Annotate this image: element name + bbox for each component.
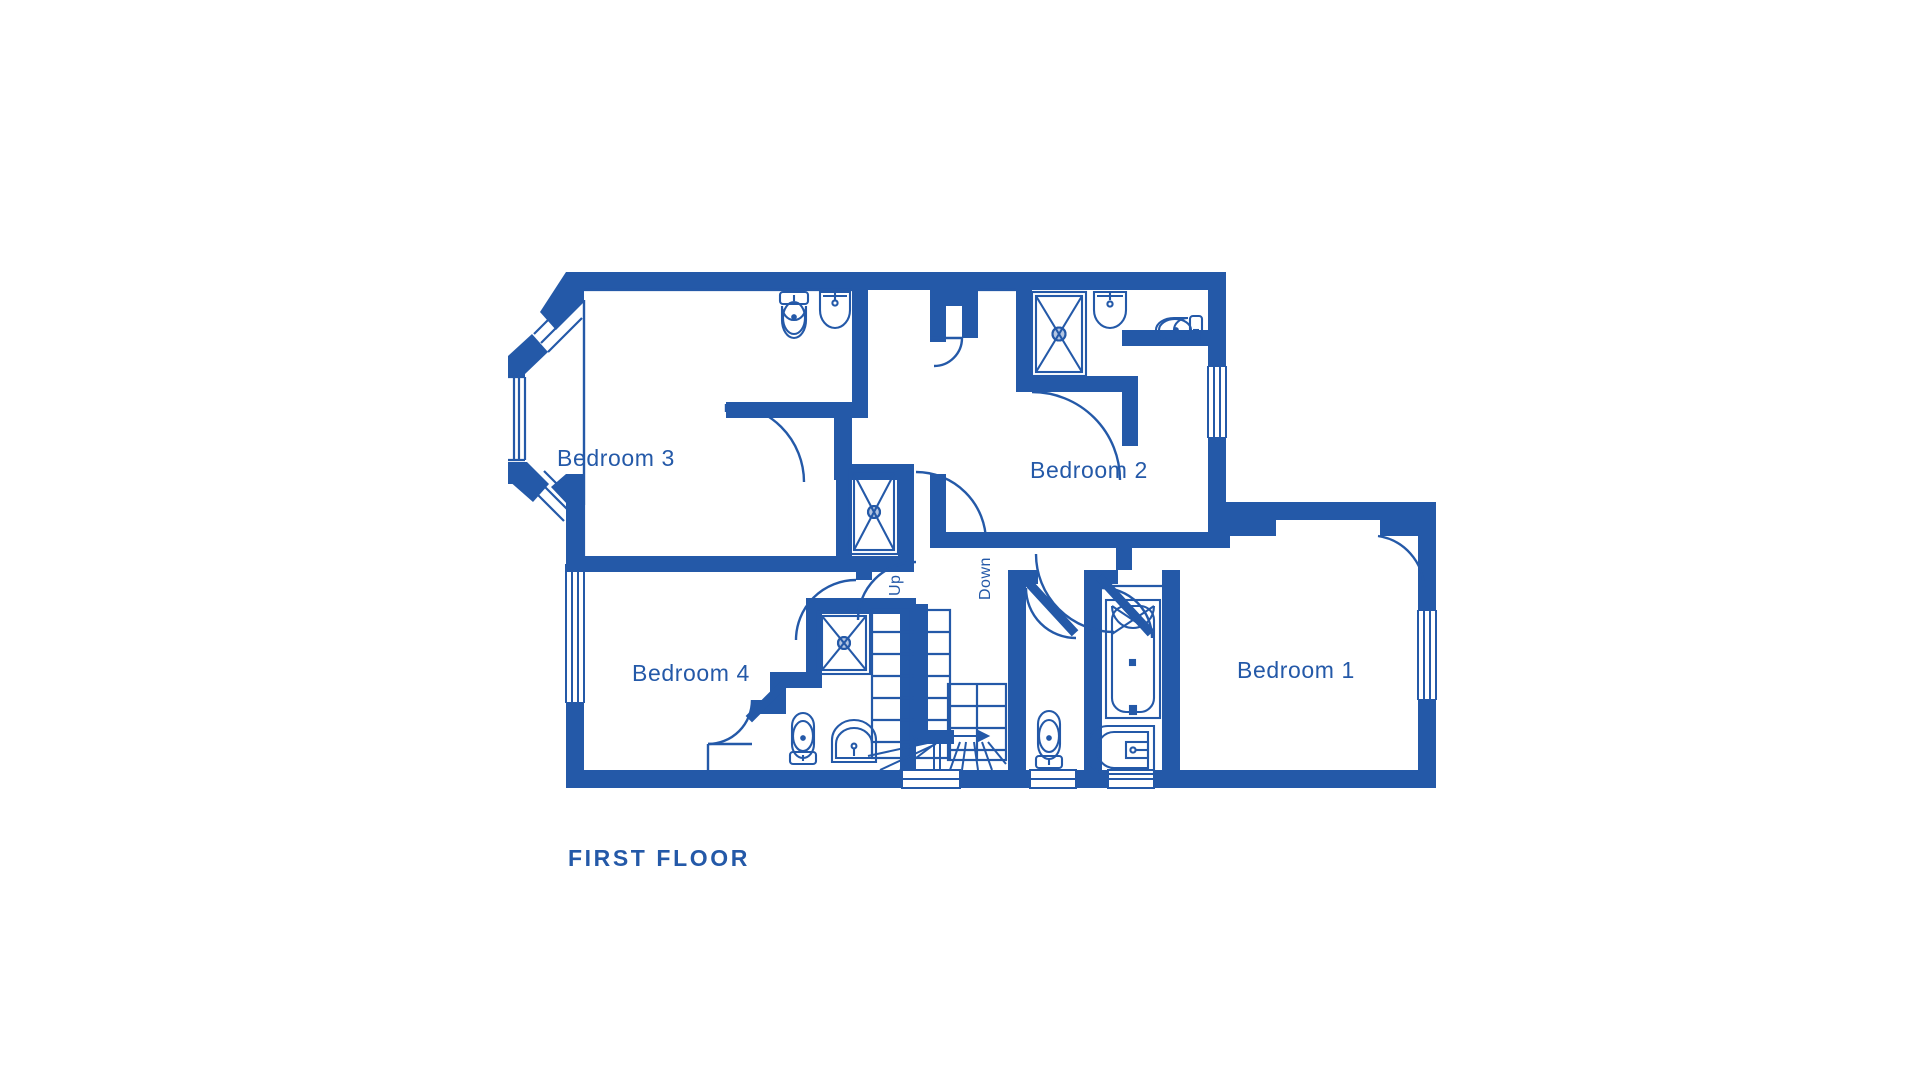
wall-bedroom1-top-notch — [1242, 520, 1276, 536]
window-bottom-stairwell — [901, 769, 961, 789]
window-bottom-ensuite-b — [1107, 769, 1155, 789]
ensuite-1-toilet-icon — [1034, 709, 1064, 770]
stair-arrows — [884, 729, 991, 749]
room-labels-layer: Bedroom 3 Bedroom 2 Bedroom 4 Bedroom 1 — [557, 445, 1355, 686]
door-landing-bedroom3 — [915, 470, 988, 543]
wall-bedroom1-top-jog — [1226, 502, 1242, 536]
door-bedroom-3 — [856, 560, 917, 621]
wall-ensuite3-shower-left — [836, 470, 852, 572]
ensuite-3-basin-icon — [818, 290, 852, 330]
wall-ensuite3-jog-v — [834, 402, 852, 480]
wall-landing-nook-v — [962, 290, 978, 338]
wall-bedroom2-bottom — [930, 532, 1230, 548]
wall-bottom — [566, 770, 1436, 788]
ensuite-2-shower-icon — [1030, 290, 1088, 378]
wall-ensuite3-left-upper — [726, 402, 852, 418]
wall-right-outer-bottom — [1418, 700, 1436, 788]
door-leaf-ensuite-4 — [745, 673, 795, 723]
window-bedroom2-right — [1207, 365, 1227, 439]
window-bedroom4-left — [565, 563, 585, 704]
ensuite-3-toilet-icon — [778, 290, 810, 340]
wall-bedroom2-bottom-stub — [1116, 548, 1132, 570]
ensuite-4-shower-icon — [816, 610, 872, 676]
stairs-layer: Up Down — [867, 557, 1008, 771]
wall-div-bed3-bed4 — [566, 556, 856, 572]
window-bedroom1-right — [1417, 609, 1437, 701]
wall-bedroom1-top — [1226, 502, 1436, 520]
wall-ensuite2-left — [1016, 290, 1032, 392]
wall-ensuite2-jog-v — [1122, 376, 1138, 446]
ensuite-3-shower-icon — [848, 468, 900, 556]
ensuite-1-bath-icon — [1104, 598, 1162, 720]
wall-bay-corner-bottom — [551, 474, 585, 505]
ensuite-2-basin-icon — [1092, 290, 1128, 330]
stair-flight-down — [946, 682, 1008, 762]
wall-bay-left-upper — [508, 356, 525, 376]
wall-bedroom2-left — [930, 474, 946, 548]
door-bathroom-left — [1024, 587, 1077, 640]
wall-ensuite2-bottom-left — [1016, 376, 1136, 392]
ensuite-4-toilet-icon — [788, 711, 818, 766]
wall-ensuite3-shower-bottom — [836, 556, 914, 572]
stair-up-label: Up — [887, 575, 904, 596]
bay-window-glazing — [508, 299, 583, 522]
window-bottom-ensuite-a — [1029, 769, 1077, 789]
door-ensuite-3 — [724, 402, 806, 483]
door-bedroom-1 — [1377, 534, 1426, 589]
walls-layer — [508, 272, 1437, 789]
door-leaf-bathroom-left — [1019, 573, 1079, 637]
floor-caption: FIRST FLOOR — [568, 845, 750, 871]
wall-bedroom2-right-upper — [1208, 272, 1226, 366]
wall-bedroom2-right-lower — [1208, 438, 1226, 548]
room-label-bedroom-3: Bedroom 3 — [557, 445, 675, 471]
stair-newel — [914, 604, 954, 744]
room-label-bedroom-1: Bedroom 1 — [1237, 657, 1355, 683]
stair-winder-lines — [867, 739, 1007, 771]
door-bedroom-2 — [1034, 553, 1115, 634]
door-bedroom-4 — [794, 578, 857, 641]
door-ensuite-4 — [706, 699, 754, 770]
room-label-bedroom-2: Bedroom 2 — [1030, 457, 1148, 483]
room-label-bedroom-4: Bedroom 4 — [632, 660, 750, 686]
wall-stair-right-bath — [1084, 570, 1102, 770]
wall-left-lower — [566, 703, 584, 788]
wall-ensuite3-shower-right — [898, 464, 914, 572]
wall-stair-right — [1008, 570, 1026, 770]
wall-bedroom1-left — [1162, 570, 1180, 770]
wall-bay-corner-lower-knee — [508, 462, 549, 502]
wall-stair-left — [856, 562, 872, 580]
doors-layer — [706, 336, 1426, 770]
wall-top-main — [566, 272, 1226, 290]
fixtures-layer — [778, 290, 1204, 776]
wall-ensuite3-right — [852, 290, 868, 418]
door-ensuite-2 — [1031, 390, 1122, 481]
ensuite-4-basin-icon — [830, 718, 878, 764]
wall-bedroom1-door-header — [1380, 520, 1436, 536]
ensuite-1-basin-icon — [1085, 724, 1156, 776]
stair-down-label: Down — [977, 557, 994, 600]
door-landing-nook — [930, 336, 964, 368]
ensuite-2-toilet-icon — [1154, 314, 1204, 346]
